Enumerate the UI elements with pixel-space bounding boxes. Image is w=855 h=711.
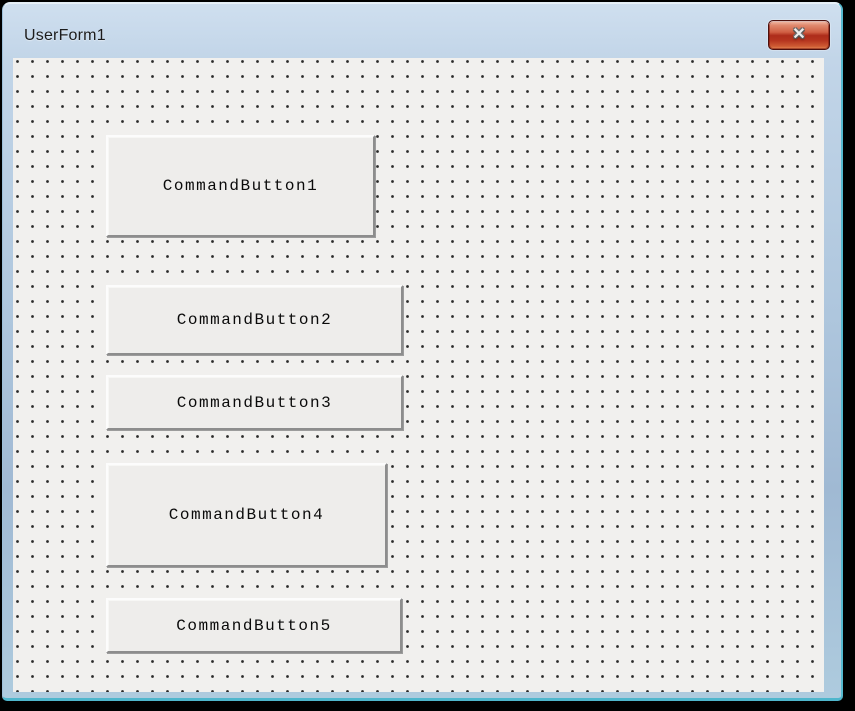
command-button-1[interactable]: CommandButton1 — [106, 135, 375, 237]
command-button-3[interactable]: CommandButton3 — [106, 375, 403, 430]
form-design-grid[interactable]: CommandButton1 CommandButton2 CommandBut… — [13, 58, 824, 692]
close-button[interactable]: ✕ — [768, 20, 830, 50]
window-title: UserForm1 — [24, 26, 106, 44]
titlebar[interactable]: UserForm1 ✕ — [3, 3, 841, 58]
command-button-4[interactable]: CommandButton4 — [106, 463, 387, 567]
command-button-2[interactable]: CommandButton2 — [106, 285, 403, 355]
command-button-5[interactable]: CommandButton5 — [106, 598, 402, 653]
close-icon: ✕ — [792, 26, 806, 43]
userform-window: UserForm1 ✕ CommandButton1 CommandButton… — [2, 2, 843, 701]
